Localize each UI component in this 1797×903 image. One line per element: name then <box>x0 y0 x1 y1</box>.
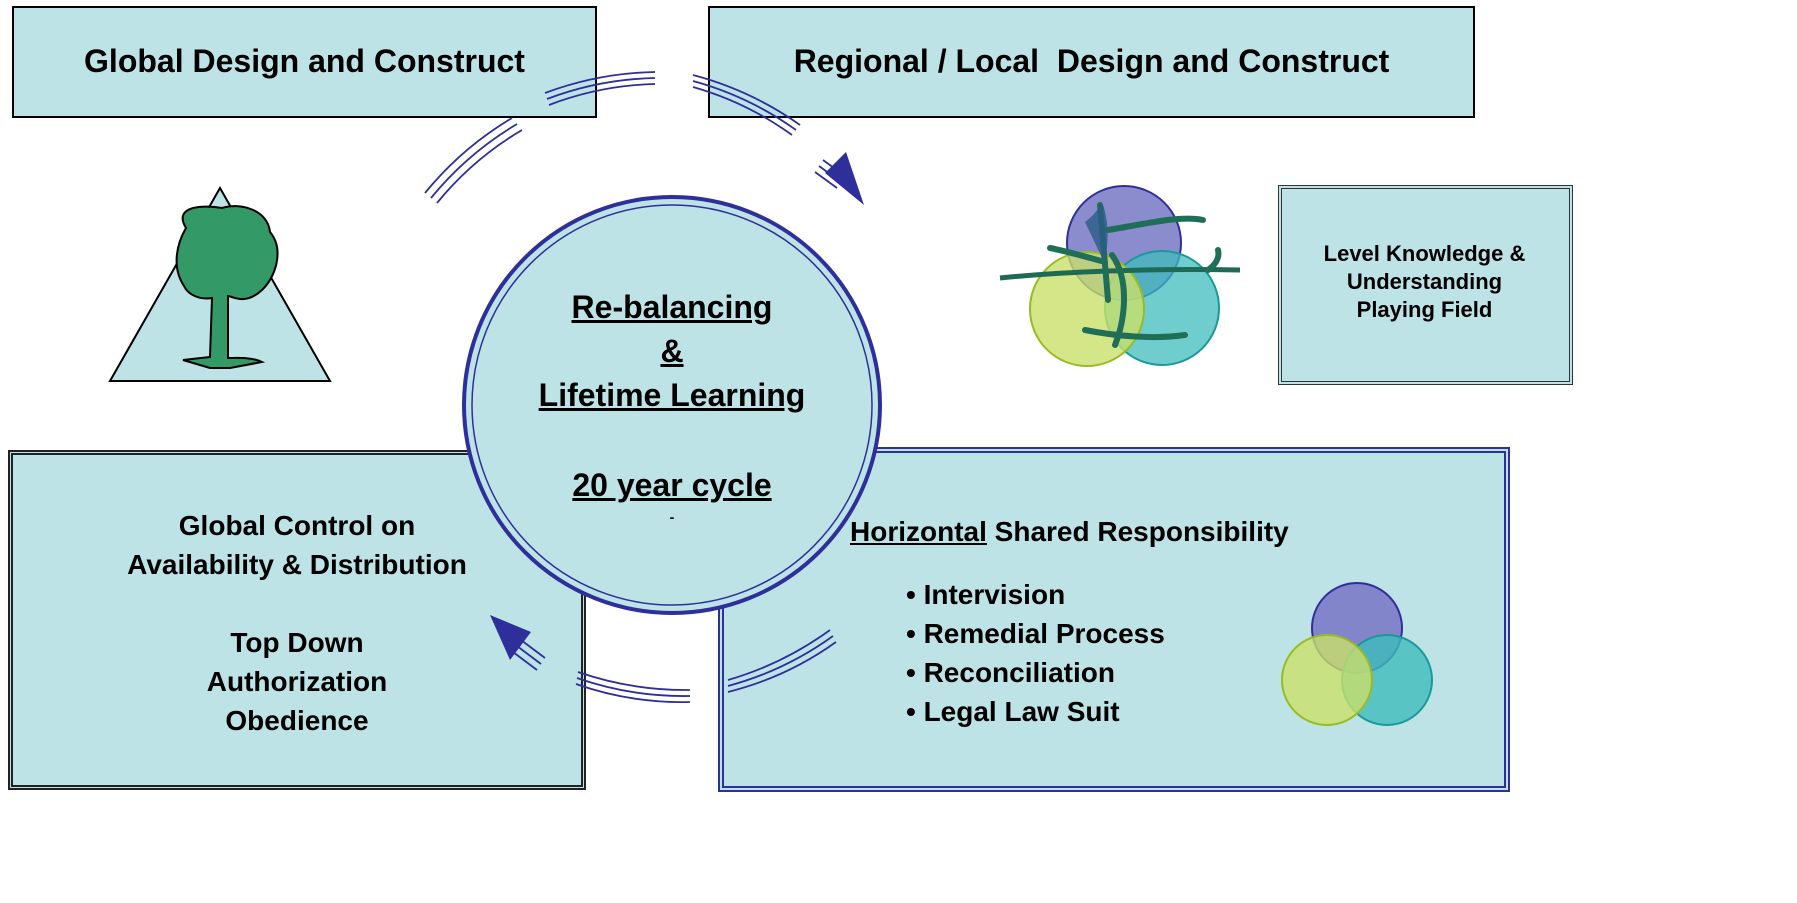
right-box <box>1278 185 1573 385</box>
bottom-left-line-5: Obedience <box>225 705 369 736</box>
tree-in-triangle-icon <box>108 185 332 382</box>
overlapping-circles-icon <box>1281 582 1433 726</box>
right-box-line-3: Playing Field <box>1356 297 1493 322</box>
top-right-box-title: Regional / Local Design and Construct <box>793 43 1390 79</box>
arrow-head-icon <box>490 615 531 660</box>
bullet-item: • Legal Law Suit <box>906 696 1120 727</box>
center-line-cycle: 20 year cycle <box>572 467 772 503</box>
bullet-item: • Reconciliation <box>906 657 1115 688</box>
bottom-left-line-1: Global Control on <box>178 510 416 541</box>
top-left-box <box>12 6 597 118</box>
bottom-left-line-2: Availability & Distribution <box>127 549 467 580</box>
tree-with-circles-icon <box>999 185 1241 367</box>
center-line-dash: - <box>669 509 675 525</box>
center-line-ampersand: & <box>660 333 684 369</box>
right-box-text: Level Knowledge & Understanding Playing … <box>1282 240 1567 324</box>
bottom-right-bullets: • Intervision • Remedial Process • Recon… <box>906 575 1165 731</box>
bottom-left-line-4: Authorization <box>206 666 388 697</box>
horizontal-underlined-word: Horizontal <box>850 516 987 547</box>
top-left-box-title: Global Design and Construct <box>84 43 525 79</box>
center-line-rebalancing: Re-balancing <box>571 289 773 325</box>
bullet-item: • Intervision <box>906 579 1066 610</box>
top-right-box <box>708 6 1475 118</box>
right-box-line-1: Level Knowledge & <box>1323 241 1526 266</box>
bullet-item: • Remedial Process <box>906 618 1165 649</box>
center-circle-text: Re-balancing & Lifetime Learning 20 year… <box>512 285 832 527</box>
cycle-arcs <box>424 71 846 703</box>
center-line-lifetime-learning: Lifetime Learning <box>538 377 806 413</box>
bottom-left-box-text: Global Control on Availability & Distrib… <box>8 506 586 740</box>
shared-responsibility-label: Shared Responsibility <box>986 516 1289 547</box>
arrow-head-icon <box>825 152 864 205</box>
center-circle <box>462 195 882 615</box>
bottom-left-line-3: Top Down <box>230 627 364 658</box>
right-box-line-2: Understanding <box>1346 269 1503 294</box>
bottom-right-box-title: Horizontal Shared Responsibility <box>850 516 1289 548</box>
